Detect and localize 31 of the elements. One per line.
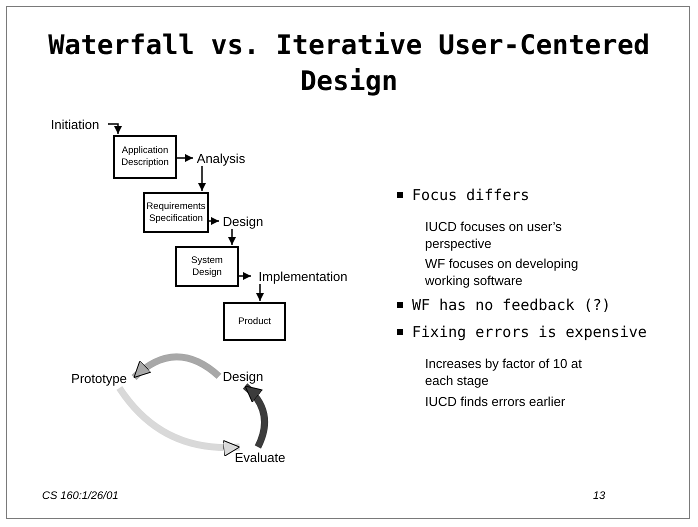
arrow: [209, 217, 219, 225]
process-box: Application Description: [113, 135, 177, 179]
sub-bullet-text: Increases by factor of 10 at each stage: [425, 355, 583, 389]
arrow: [228, 229, 236, 245]
stage-label: Design: [221, 368, 265, 384]
process-box: Product: [223, 302, 286, 341]
sub-bullet-text: WF focuses on developing working software: [425, 255, 580, 289]
arrow: [108, 123, 122, 134]
stage-label: Prototype: [66, 370, 132, 386]
curved-arrow: [242, 383, 268, 448]
arrow: [198, 166, 206, 191]
arrow: [177, 154, 193, 162]
stage-label: Implementation: [252, 268, 354, 284]
curved-arrow: [132, 353, 222, 380]
sub-bullet-text: IUCD focuses on user’s perspective: [425, 218, 563, 252]
curved-arrow: [116, 386, 240, 456]
stage-label: Initiation: [42, 116, 108, 132]
arrow: [256, 284, 264, 301]
stage-label: Analysis: [194, 150, 248, 166]
process-box: System Design: [175, 246, 239, 287]
slide-title: Waterfall vs. Iterative User-Centered Design: [47, 29, 651, 99]
process-box: Requirements Specification: [143, 192, 209, 233]
bullet-text: Fixing errors is expensive: [412, 323, 647, 341]
footer-text: CS 160:1/26/01: [42, 490, 118, 502]
arrow: [239, 272, 251, 280]
stage-label: Evaluate: [231, 449, 289, 465]
bullet-text: WF has no feedback (?): [412, 296, 611, 314]
bullet-text: Focus differs: [412, 186, 530, 204]
sub-bullet-text: IUCD finds errors earlier: [425, 393, 566, 410]
stage-label: Design: [220, 213, 266, 229]
footer-text: 13: [593, 490, 606, 502]
